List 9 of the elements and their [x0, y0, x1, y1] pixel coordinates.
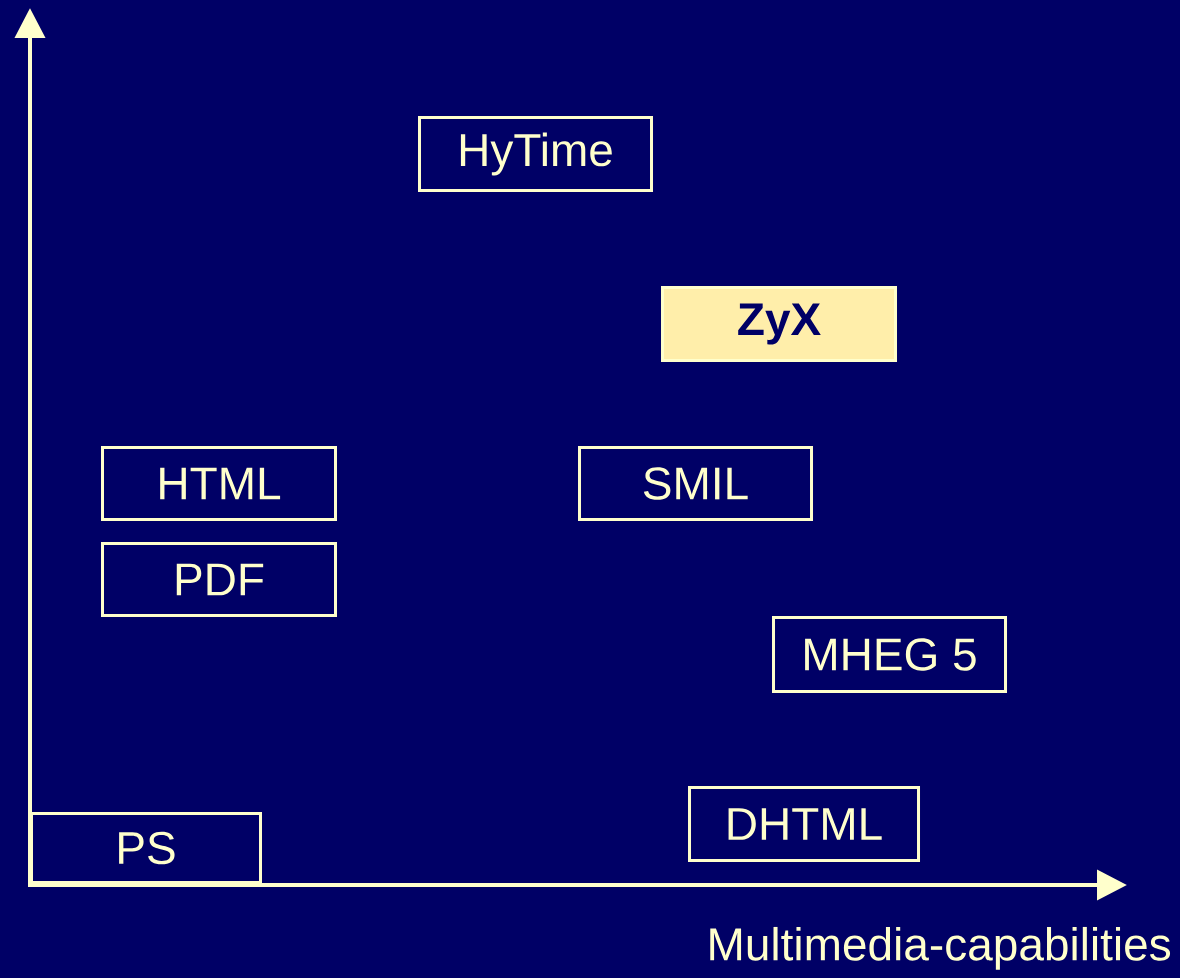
highlighted-box: ZyX [661, 286, 897, 362]
axis-label: Multimedia-capabilities [710, 926, 1171, 970]
format-box: SMIL [578, 446, 813, 521]
format-box: PS [30, 812, 262, 884]
format-box: HyTime [418, 116, 653, 192]
format-box: MHEG 5 [772, 616, 1007, 693]
format-box: DHTML [688, 786, 920, 862]
format-box: PDF [101, 542, 337, 617]
format-box: HTML [101, 446, 337, 521]
